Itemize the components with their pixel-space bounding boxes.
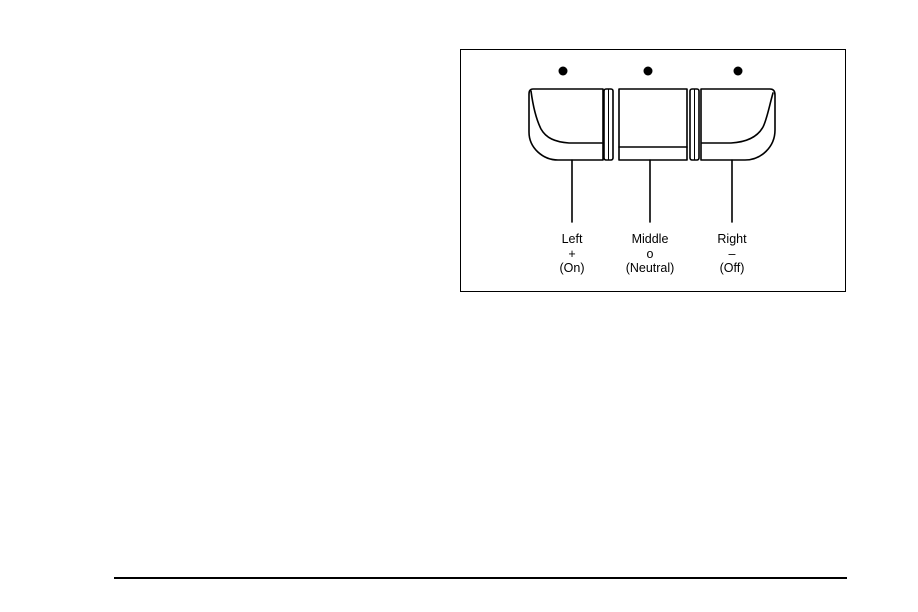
indicator-dot-middle: [644, 67, 653, 76]
label-right-name: Right: [672, 232, 792, 247]
middle-button-graphic: [619, 89, 687, 160]
footer-rule: [114, 577, 847, 579]
label-right: Right – (Off): [672, 232, 792, 276]
switch-diagram-frame: Left + (On) Middle o (Neutral) Right – (…: [460, 49, 846, 292]
divider-right: [690, 89, 699, 160]
label-right-state: (Off): [672, 261, 792, 276]
right-button-graphic: [701, 89, 775, 160]
indicator-dot-left: [559, 67, 568, 76]
divider-left: [604, 89, 613, 160]
indicator-dot-right: [734, 67, 743, 76]
label-right-symbol: –: [672, 247, 792, 262]
left-button-graphic: [529, 89, 603, 160]
